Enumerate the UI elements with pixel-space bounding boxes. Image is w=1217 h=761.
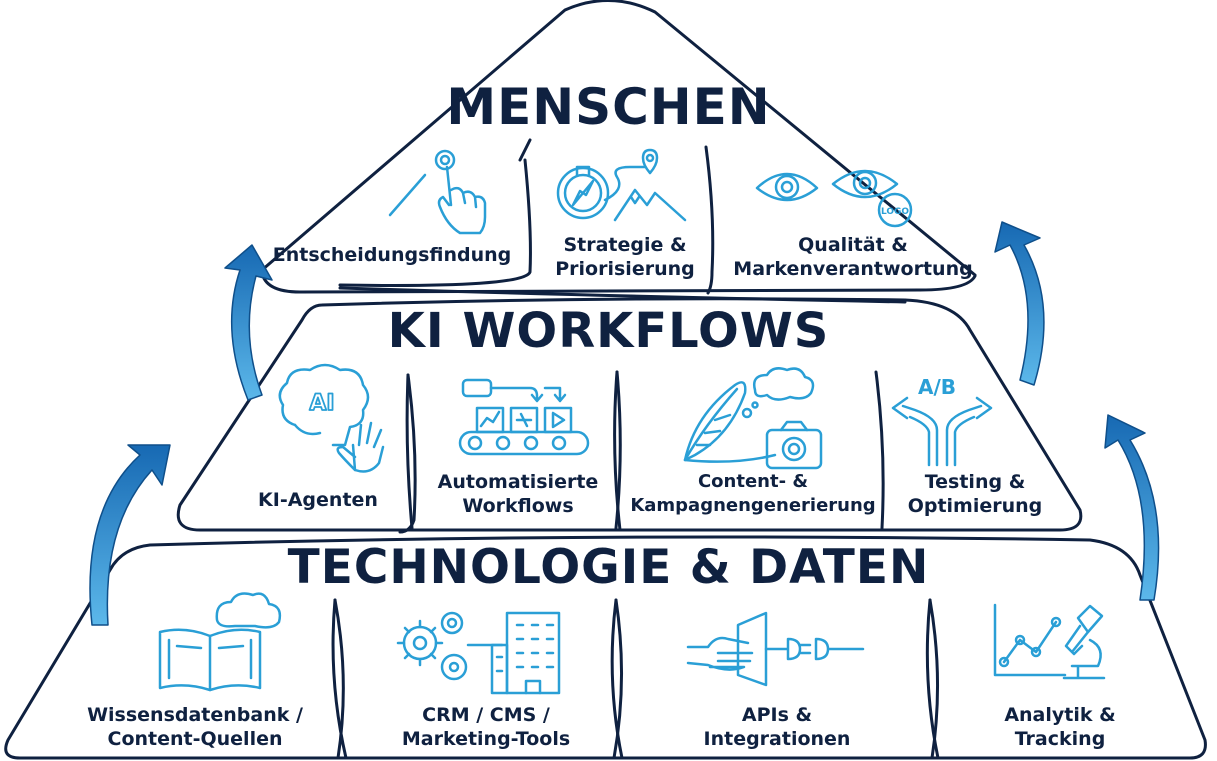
label-apis-integrationen: APIs & Integrationen (703, 704, 851, 750)
arrow-right-lower (1104, 414, 1160, 601)
tier-bottom-divider-2b (610, 598, 624, 760)
svg-text:LOGO: LOGO (881, 207, 909, 217)
gears-building-icon (396, 611, 561, 695)
tier-top-bottom-edge (260, 270, 977, 294)
label-testing-optimierung: Testing & Optimierung (907, 471, 1043, 517)
label-strategie-priorisierung: Strategie & Priorisierung (555, 234, 695, 280)
growth-arrows (89, 221, 1160, 626)
tier-title-menschen: MENSCHEN (446, 78, 771, 136)
label-analytik-tracking: Analytik & Tracking (1004, 704, 1116, 750)
arrow-left-lower (89, 444, 171, 626)
tier-bottom-divider-3b (925, 598, 940, 760)
chart-microscope-icon (993, 603, 1106, 680)
label-qualitaet-markenverantwortung: Qualität & Markenverantwortung (733, 234, 973, 280)
tier-bottom-divider-2 (612, 598, 624, 760)
tier-middle-outline (176, 297, 1083, 532)
book-cloud-icon (158, 592, 282, 692)
conveyor-icon (458, 378, 590, 456)
label-entscheidungsfindung: Entscheidungsfindung (272, 244, 512, 266)
tier-top-divider-1 (338, 158, 532, 287)
plug-icon (686, 611, 865, 687)
label-ki-agenten: KI-Agenten (258, 489, 378, 511)
tier-middle-divider-2b (613, 370, 622, 532)
tier-middle-divider-1 (398, 373, 417, 534)
arrow-left-upper (224, 244, 273, 401)
tier-bottom-outline (4, 535, 1207, 760)
svg-text:AI: AI (309, 391, 334, 416)
tier-middle-divider-1b (405, 373, 414, 530)
tier-top-divider-1b (518, 138, 532, 162)
label-crm-cms-marketing-tools: CRM / CMS / Marketing-Tools (401, 704, 571, 750)
pyramid-outline (4, 0, 1207, 760)
hand-pointer-icon (388, 149, 487, 235)
label-content-kampagnengenerierung: Content- & Kampagnengenerierung (630, 471, 876, 516)
tier-middle-divider-3 (874, 370, 885, 530)
tier-bottom-divider-1 (333, 598, 345, 760)
label-automatisierte-workflows: Automatisierte Workflows (437, 471, 599, 517)
ai-brain-icon: AI (278, 363, 385, 473)
tier-title-technologie-daten: TECHNOLOGIE & DATEN (287, 540, 930, 595)
quill-camera-icon (683, 367, 823, 470)
label-wissensdatenbank-content-quellen: Wissensdatenbank / Content-Quellen (87, 704, 303, 750)
ab-split-icon: A/B (891, 375, 993, 467)
svg-text:A/B: A/B (918, 375, 956, 399)
tier-top-outline (260, 0, 977, 277)
tier-top-divider-2 (704, 145, 715, 295)
arrow-right-upper (994, 221, 1045, 386)
tier-title-ki-workflows: KI WORKFLOWS (387, 303, 830, 359)
eyes-logo-icon: LOGO (755, 169, 913, 228)
tier-bottom-divider-1b (331, 598, 348, 760)
compass-map-icon (556, 148, 687, 222)
